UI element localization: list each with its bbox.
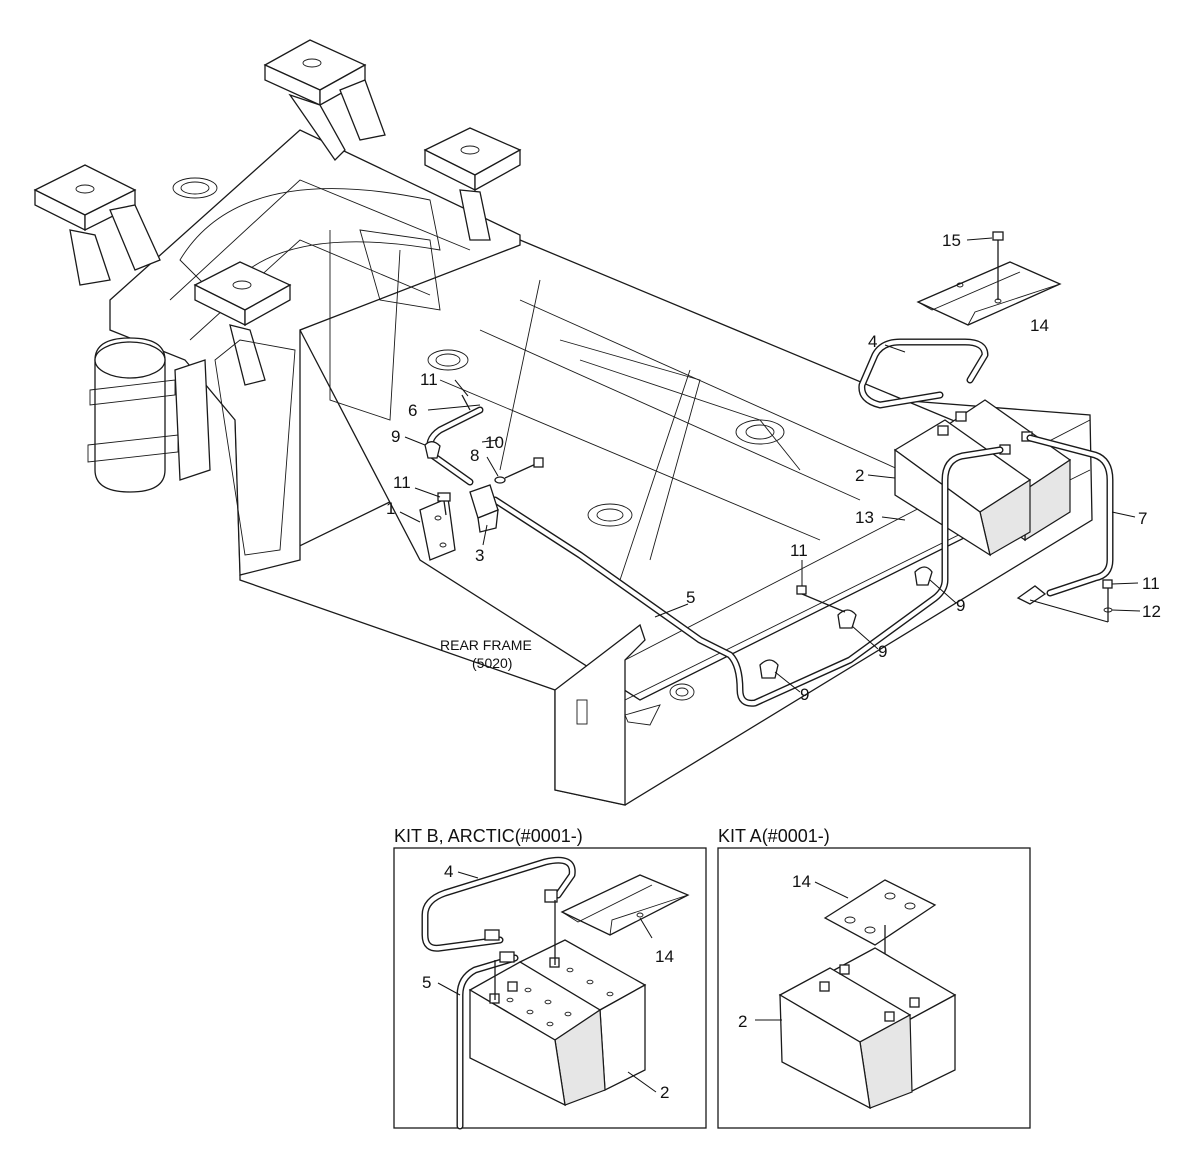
kit-b-callout-14: 14 [655,947,674,966]
callout-4: 4 [868,332,877,351]
cable-terminal-7 [1016,585,1047,605]
bolt-11-top [461,394,471,411]
main-callouts: 15 14 4 11 6 9 10 8 11 1 3 2 13 7 11 11 … [386,231,1161,704]
nut-8 [494,476,506,484]
callout-3: 3 [475,546,484,565]
callout-13: 13 [855,508,874,527]
callout-8: 8 [470,446,479,465]
mount-pad-top [263,39,386,162]
kit-b-vent-caps [506,967,614,1027]
callout-9: 9 [391,427,400,446]
callout-1: 1 [386,499,395,518]
leader-lines [399,237,1141,693]
callout-9: 9 [956,596,965,615]
callout-11: 11 [420,370,438,389]
rear-frame-code: (5020) [472,655,512,671]
kit-b-callout-5: 5 [422,973,431,992]
callout-10: 10 [485,433,504,452]
mount-pad-left [33,164,161,286]
battery-disconnect-switch [419,484,499,561]
callout-11: 11 [790,541,808,560]
kit-a-callout-14: 14 [792,872,811,891]
callout-9: 9 [878,642,887,661]
kit-a-panel: KIT A(#0001-) 14 2 [717,826,1031,1129]
callout-14: 14 [1030,316,1049,335]
rear-frame-drawing [33,39,1093,806]
bolt-10 [504,462,539,479]
callout-12: 12 [1142,602,1161,621]
callout-15: 15 [942,231,961,250]
callout-5: 5 [686,588,695,607]
kit-b-callout-2: 2 [660,1083,669,1102]
bolt-15 [992,231,1004,300]
air-tank [87,337,211,493]
rear-frame-note: REAR FRAME (5020) [440,637,532,671]
callout-7: 7 [1138,509,1147,528]
mount-pad-right [423,127,522,241]
kit-b-title: KIT B, ARCTIC(#0001-) [394,826,583,846]
kit-b-callout-4: 4 [444,862,453,881]
kit-a-callout-2: 2 [738,1012,747,1031]
callout-9: 9 [800,685,809,704]
battery-cover-bracket [916,261,1062,326]
kit-a-title: KIT A(#0001-) [718,826,830,846]
rear-frame-label: REAR FRAME [440,637,532,653]
bolt-11-right [1102,579,1113,622]
callout-2: 2 [855,466,864,485]
cable-clips [424,441,933,679]
callout-6: 6 [408,401,417,420]
callout-11: 11 [1142,574,1160,593]
kit-b-panel: KIT B, ARCTIC(#0001-) [393,826,707,1130]
callout-11: 11 [393,473,411,492]
mount-pad-lower [193,261,292,386]
